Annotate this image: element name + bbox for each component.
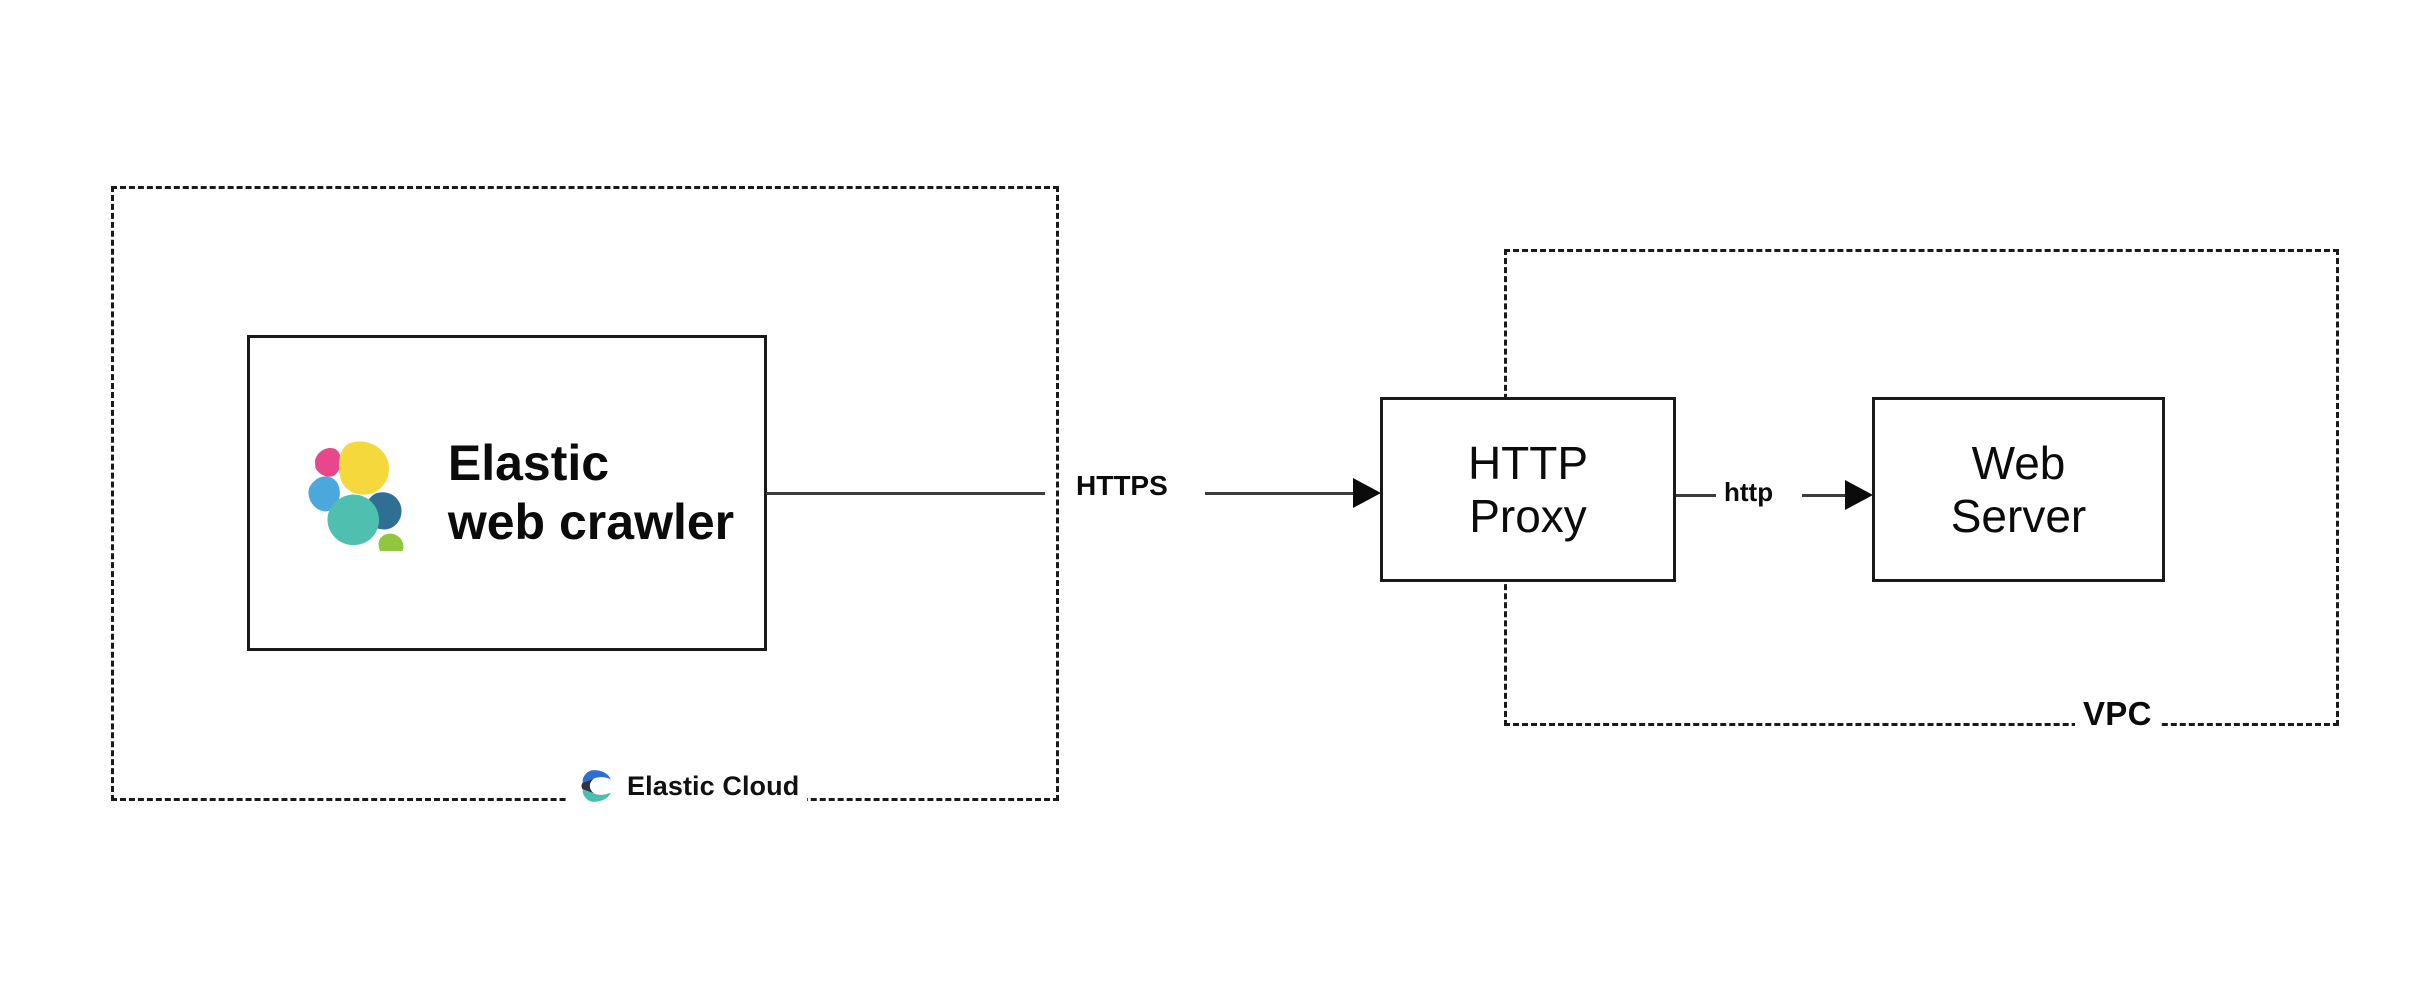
node-http-proxy-label: HTTP Proxy xyxy=(1467,437,1589,542)
edge-label-https: HTTPS xyxy=(1076,470,1168,501)
node-web-server[interactable]: Web Server xyxy=(1872,397,2165,582)
node-http-proxy[interactable]: HTTP Proxy xyxy=(1380,397,1676,582)
edge-line-crawler-to-https-label xyxy=(766,492,1045,495)
arrow-head-into-http-proxy-icon xyxy=(1353,478,1381,508)
node-elastic-web-crawler-label: Elastic web crawler xyxy=(447,435,735,550)
arrow-head-into-web-server-icon xyxy=(1845,480,1873,510)
edge-line-https-to-proxy xyxy=(1205,492,1355,495)
edge-line-proxy-to-http-label xyxy=(1676,494,1716,497)
edge-label-http: http xyxy=(1724,477,1774,507)
vpc-zone-caption: VPC xyxy=(2075,695,2160,733)
elastic-cloud-zone-label: Elastic Cloud xyxy=(627,770,800,801)
edge-line-http-to-web-server xyxy=(1802,494,1846,497)
elastic-flower-logo-icon xyxy=(308,441,404,551)
node-elastic-web-crawler[interactable]: Elastic web crawler xyxy=(247,335,767,651)
vpc-zone-label: VPC xyxy=(2083,695,2152,732)
elastic-cloud-logo-icon xyxy=(581,770,611,802)
elastic-cloud-zone-caption: Elastic Cloud xyxy=(566,766,808,806)
node-web-server-label: Web Server xyxy=(1950,437,2087,542)
